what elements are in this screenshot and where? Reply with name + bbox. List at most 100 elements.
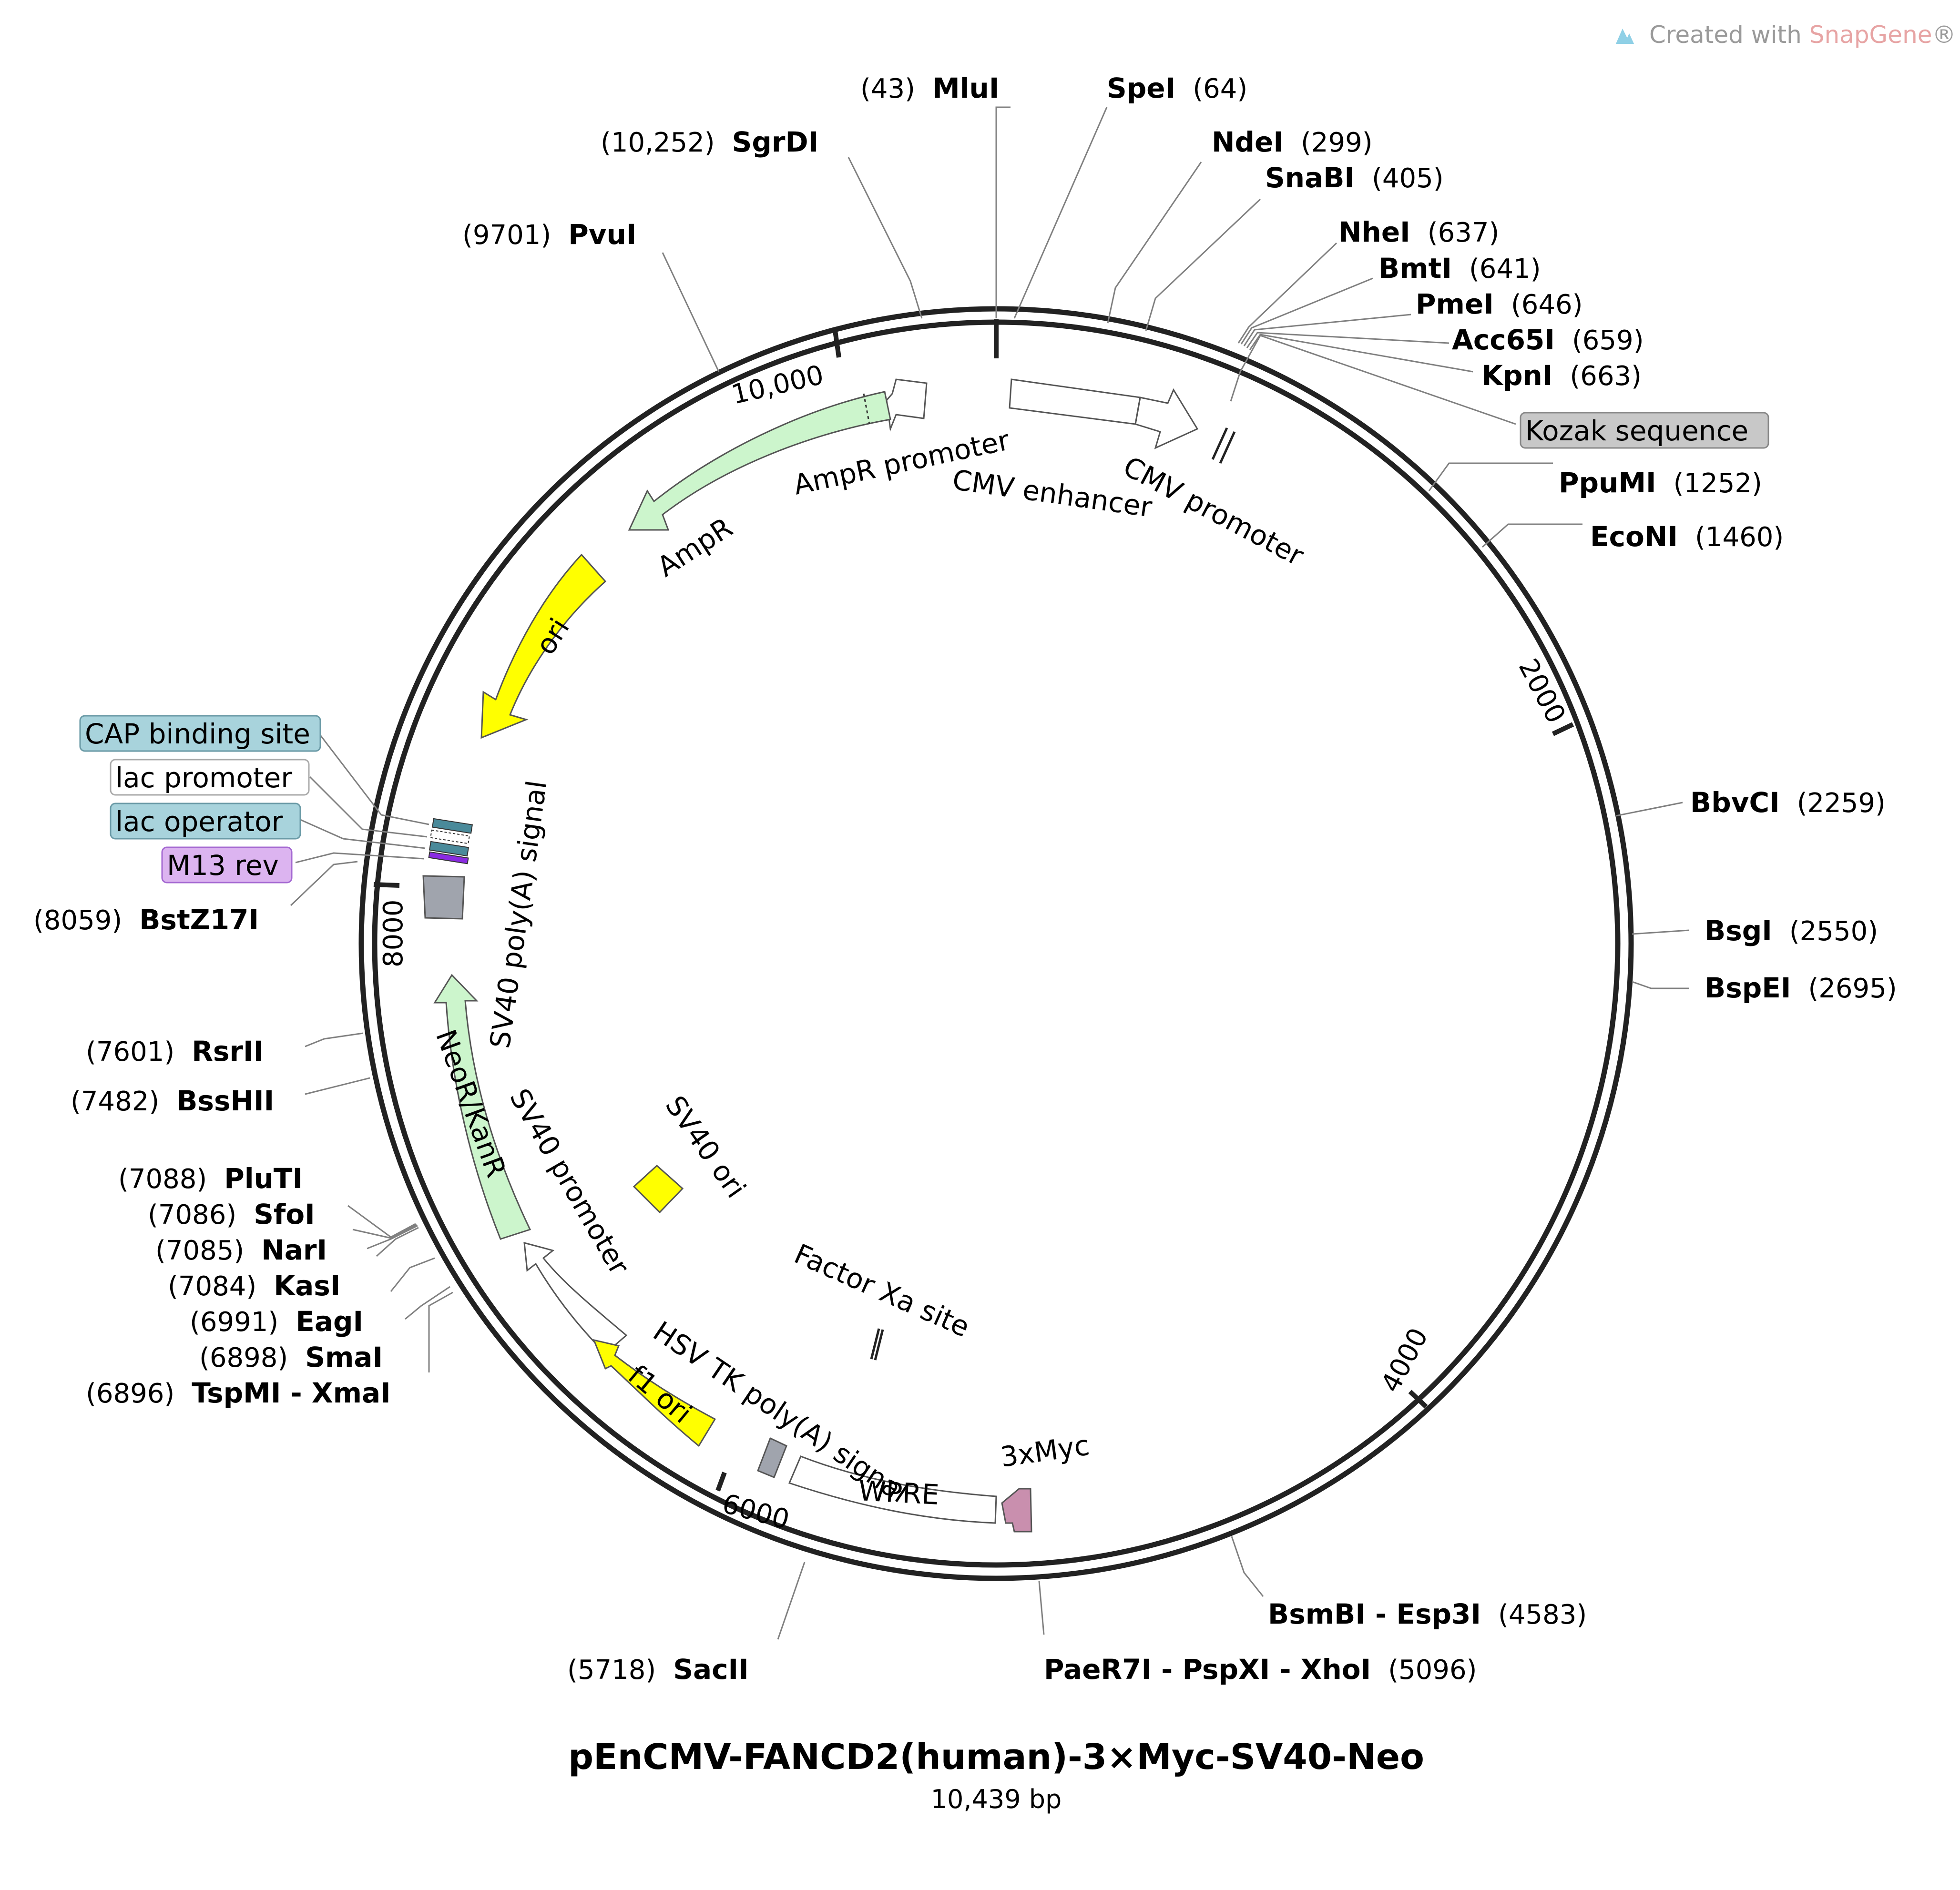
leader-line: [405, 1286, 450, 1320]
site-label-sgrdi: (10,252)SgrDI: [601, 126, 818, 158]
leader-line: [428, 1291, 453, 1372]
leader-line: [290, 861, 358, 906]
cap-binding-site-label: CAP binding site: [85, 718, 310, 750]
cap-binding-site-box: [79, 715, 321, 752]
site-label-tspmi-xmai: (6896)TspMI - XmaI: [86, 1377, 391, 1409]
site-label-eagi: (6991)EagI: [190, 1305, 363, 1338]
restriction-sites: (43)MluI SpeI(64) (10,252)SgrDI NdeI(299…: [33, 72, 1897, 1686]
tick-mark: [1552, 722, 1574, 736]
leader-line: [1615, 802, 1683, 817]
tick-mark: [1408, 1390, 1428, 1409]
lac-operator-mark: [429, 841, 470, 857]
feature-label-sv40-promoter: SV40 promoter: [503, 1083, 636, 1280]
m13-rev-label: M13 rev: [167, 849, 279, 882]
tick-mark: [715, 1472, 727, 1492]
tick-mark: [373, 882, 400, 888]
leader-line: [305, 1032, 364, 1047]
leader-line: [1240, 277, 1373, 345]
leader-line: [1013, 107, 1108, 319]
leader-line: [305, 1077, 370, 1095]
leader-line: [1230, 335, 1516, 425]
sv40-polya-box: [422, 875, 465, 920]
leader-line: [1428, 462, 1553, 491]
lac-operator-box: [110, 803, 301, 840]
boxed-feature-labels: Kozak sequence CAP binding site lac prom…: [79, 412, 1769, 884]
leader-line: [1237, 242, 1337, 344]
3xmyc-arrow: [1001, 1488, 1032, 1533]
feature-label-factor-xa-site: Factor Xa site: [789, 1238, 974, 1344]
leader-line: [347, 1205, 416, 1238]
feature-arrows: [422, 378, 1236, 1533]
site-label-kpni: KpnI(663): [1481, 359, 1642, 392]
factor-xa-mark: [874, 1329, 884, 1361]
cmv-tail-mark: [1211, 427, 1228, 460]
lac-promoter-label: lac promoter: [115, 762, 292, 794]
credit-suffix: ®: [1932, 21, 1956, 49]
ampr-arrow: [628, 391, 891, 531]
site-label-snabi: SnaBI(405): [1265, 162, 1444, 194]
site-label-ndei: NdeI(299): [1212, 126, 1373, 158]
kozak-sequence-box: [1520, 412, 1769, 449]
cmv-tail-mark: [1219, 431, 1236, 464]
kozak-sequence-label: Kozak sequence: [1525, 415, 1748, 447]
f1-ori-arrow: [592, 1339, 716, 1447]
ori-arrow: [480, 553, 607, 739]
leader-line: [1145, 198, 1261, 331]
leader-line: [376, 1227, 419, 1257]
site-label-bsmbi-esp3i: BsmBI - Esp3I(4583): [1268, 1598, 1587, 1630]
leader-line: [1632, 929, 1690, 935]
leader-line: [1632, 981, 1689, 989]
lac-promoter-box: [110, 759, 310, 796]
site-label-bspei: BspEI(2695): [1705, 972, 1897, 1004]
snapgene-credit: Created with SnapGene®: [1616, 21, 1956, 49]
credit-brand: SnapGene: [1809, 21, 1932, 49]
leader-line: [390, 1257, 435, 1292]
site-label-pmei: PmeI(646): [1416, 288, 1582, 320]
m13-rev-box: [161, 846, 293, 884]
leader-line: [1482, 523, 1582, 548]
sv40-promoter-arrow: [523, 1241, 628, 1355]
cmv-promoter-divider: [1134, 397, 1141, 425]
tick-label: 4000: [1375, 1323, 1434, 1397]
tick-label: 8000: [378, 899, 409, 967]
leader-line: [1231, 1536, 1264, 1597]
snapgene-logo-icon: [1616, 29, 1634, 44]
wpre-arrow: [788, 1455, 997, 1524]
site-label-acc65i: Acc65I(659): [1452, 324, 1644, 356]
leader-line: [318, 733, 429, 825]
leader-line: [1249, 334, 1473, 373]
leader-line: [777, 1562, 806, 1640]
site-label-econi: EcoNI(1460): [1590, 520, 1784, 553]
site-label-mlui: (43)MluI: [860, 72, 999, 104]
site-label-rsrii: (7601)RsrII: [86, 1035, 264, 1067]
map-length: 10,439 bp: [931, 1784, 1062, 1814]
site-label-kasi: (7084)KasI: [168, 1270, 340, 1302]
sv40-ori-box: [633, 1164, 684, 1214]
leader-lines: [290, 106, 1690, 1640]
tick-label: 10,000: [729, 359, 827, 410]
site-label-pvui: (9701)PvuI: [462, 218, 636, 251]
site-label-nhei: NheI(637): [1338, 216, 1499, 248]
feature-label-sv40-polya-signal: SV40 poly(A) signal: [484, 779, 553, 1050]
ampr-promoter-arrow: [886, 378, 928, 432]
leader-line: [309, 776, 428, 838]
site-label-bsgi: BsgI(2550): [1705, 915, 1878, 947]
site-label-bstz17i: (8059)BstZ17I: [33, 904, 259, 936]
leader-line: [995, 106, 1011, 318]
leader-line: [352, 1224, 417, 1239]
leader-line: [1038, 1581, 1045, 1635]
leader-line: [367, 1225, 418, 1250]
cmv-enhancer-arrow: [1009, 378, 1141, 425]
site-label-nari: (7085)NarI: [155, 1234, 327, 1266]
leader-line: [1107, 162, 1202, 324]
credit-prefix: Created with: [1649, 21, 1809, 49]
map-title: pEnCMV-FANCD2(human)-3×Myc-SV40-Neo: [568, 1737, 1424, 1778]
leader-line: [847, 157, 923, 319]
site-label-bsshii: (7482)BssHII: [71, 1085, 274, 1117]
site-label-smai: (6898)SmaI: [199, 1341, 383, 1373]
site-label-bbvci: BbvCI(2259): [1690, 786, 1886, 819]
hsv-tk-polya-box: [757, 1437, 787, 1478]
site-label-sacii: (5718)SacII: [567, 1653, 749, 1686]
neo-arrow: [433, 974, 531, 1240]
cmv-promoter-arrow: [1134, 388, 1199, 449]
